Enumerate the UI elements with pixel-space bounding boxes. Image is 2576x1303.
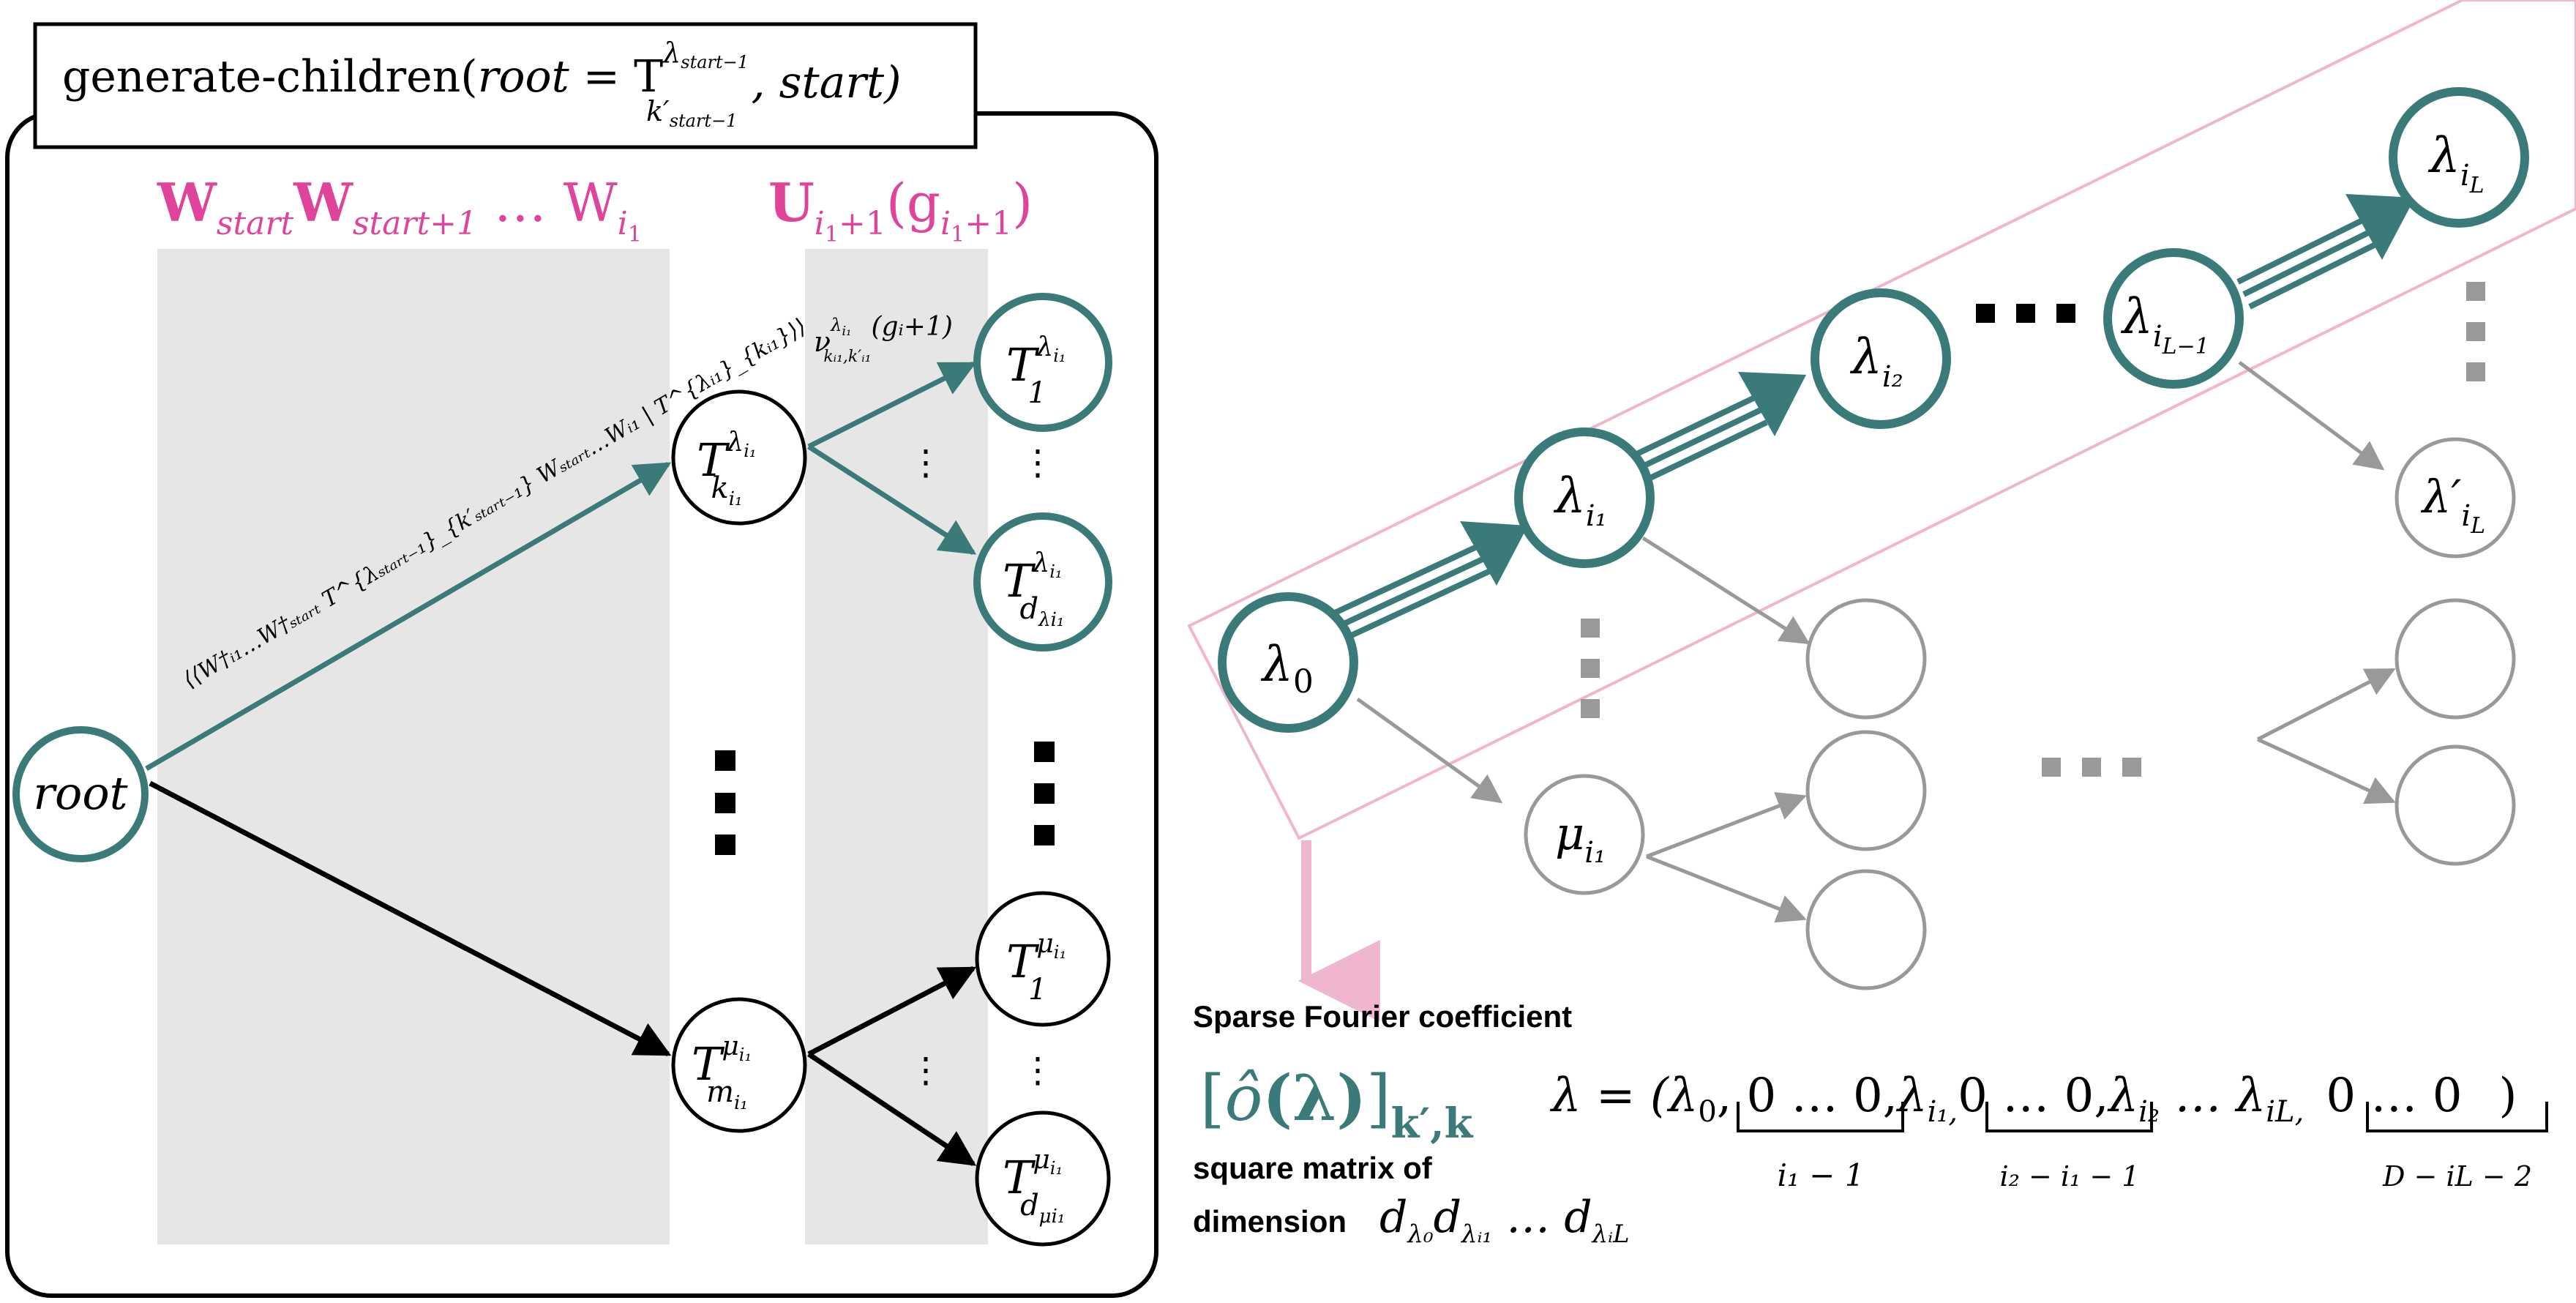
- leaf-lower-2: [975, 1110, 1111, 1247]
- square-label: square matrix of: [1193, 1151, 1433, 1185]
- edge-root-lower: [149, 780, 672, 1057]
- dots-lower-mid: ⋮: [908, 1050, 943, 1091]
- node-empty-5: [2395, 744, 2516, 866]
- node-mu-i1: [1524, 774, 1645, 895]
- leaf-lower-1: [975, 891, 1111, 1027]
- node-empty-4: [2395, 598, 2516, 720]
- node-empty-2: [1805, 730, 1927, 851]
- triple-arrow-3: [2236, 217, 2377, 310]
- root-node-label: root: [33, 766, 127, 820]
- node-lambda0: [1218, 592, 1358, 733]
- node-empty-1: [1805, 598, 1927, 720]
- band-U: [805, 249, 988, 1244]
- brace-2: [1985, 1102, 2153, 1132]
- coef-expr: [ô(λ)]k′,k: [1200, 1061, 1474, 1148]
- edge-upper-leaf2: [807, 444, 977, 555]
- node-lambda0-label: λ0: [1260, 636, 1314, 701]
- edge-liL1-prime: [2238, 360, 2385, 471]
- brace-2-label: i₂ − i₁ − 1: [2000, 1160, 2140, 1192]
- edge-fork-up: [2256, 668, 2396, 742]
- leaf-upper-1: [973, 293, 1112, 432]
- dots-upper-mid: ⋮: [908, 442, 943, 483]
- brace-1: [1737, 1102, 1904, 1132]
- dots-path-black: [1976, 304, 2075, 323]
- node-lambda-iL1: [2103, 248, 2244, 389]
- brace-3-label: D − iL − 2: [2382, 1160, 2532, 1192]
- lambda-equation: λ = (λ0, 0 … 0,λi₁,0 … 0,λi₂ … λiL,0 … 0…: [1549, 1069, 2517, 1129]
- node-empty-3: [1805, 869, 1927, 990]
- dots-lower-right: ⋮: [1020, 1050, 1055, 1091]
- leaf-upper-2: [973, 512, 1112, 652]
- triple-arrow-1: [1332, 543, 1491, 641]
- edge-mu-c2: [1646, 792, 1807, 859]
- triple-arrow-3-head: [2345, 194, 2415, 260]
- dimension-expr: dλ₀dλᵢ₁ … dλᵢL: [1379, 1192, 1630, 1249]
- edge-lower-leaf3: [807, 966, 977, 1057]
- edge-li1-c1: [1641, 536, 1811, 645]
- edge-l0-mu: [1356, 697, 1503, 804]
- node-lambda-i1-label: λi₁: [1553, 468, 1607, 533]
- triple-arrow-2-head: [1738, 372, 1806, 436]
- dots-gray-horizontal: [2042, 758, 2141, 777]
- node-lambda-i2-label: λi₂: [1849, 329, 1903, 394]
- edge-mu-c3: [1646, 854, 1807, 923]
- node-lambda-prime: [2395, 437, 2516, 559]
- dots-gray-vertical-2: [2466, 282, 2485, 381]
- band-W-label: WstartWstart+1 … Wi1: [157, 171, 642, 247]
- dots-gray-vertical-1: [1581, 619, 1600, 718]
- triple-arrow-1-head: [1460, 521, 1528, 586]
- node-lambda-i1: [1514, 428, 1655, 568]
- big-dots-right: [1034, 742, 1055, 845]
- title-box: [33, 22, 978, 149]
- band-U-label: Ui1+1(gi1+1): [768, 171, 1033, 247]
- node-lambda-iL1-label: λiL−1: [2120, 288, 2209, 359]
- dots-upper-right: ⋮: [1020, 442, 1055, 483]
- node-lambda-iL: [2389, 87, 2529, 228]
- edge-fork-down: [2256, 737, 2396, 804]
- node-lambda-prime-label: λ′iL: [2420, 470, 2485, 539]
- node-lower: [671, 997, 807, 1133]
- big-dots-center: [715, 750, 735, 855]
- edge-root-upper: [145, 461, 672, 772]
- node-lambda-iL-label: λiL: [2427, 127, 2485, 198]
- brace-3: [2366, 1102, 2548, 1132]
- highlight-path-band: [1187, 0, 2576, 840]
- triple-arrow-2: [1623, 395, 1768, 488]
- edge-lower-leaf4: [807, 1052, 977, 1166]
- node-lambda-i2: [1811, 288, 1951, 429]
- dimension-label: dimension: [1193, 1204, 1347, 1239]
- node-mu-i1-label: μi₁: [1555, 807, 1606, 870]
- root-node: [12, 726, 149, 862]
- band-W: [157, 249, 670, 1244]
- edge-upper-leaf1: [807, 361, 977, 449]
- sparse-label: Sparse Fourier coefficient: [1193, 999, 1572, 1034]
- brace-1-label: i₁ − 1: [1778, 1157, 1865, 1193]
- node-upper: [671, 389, 807, 526]
